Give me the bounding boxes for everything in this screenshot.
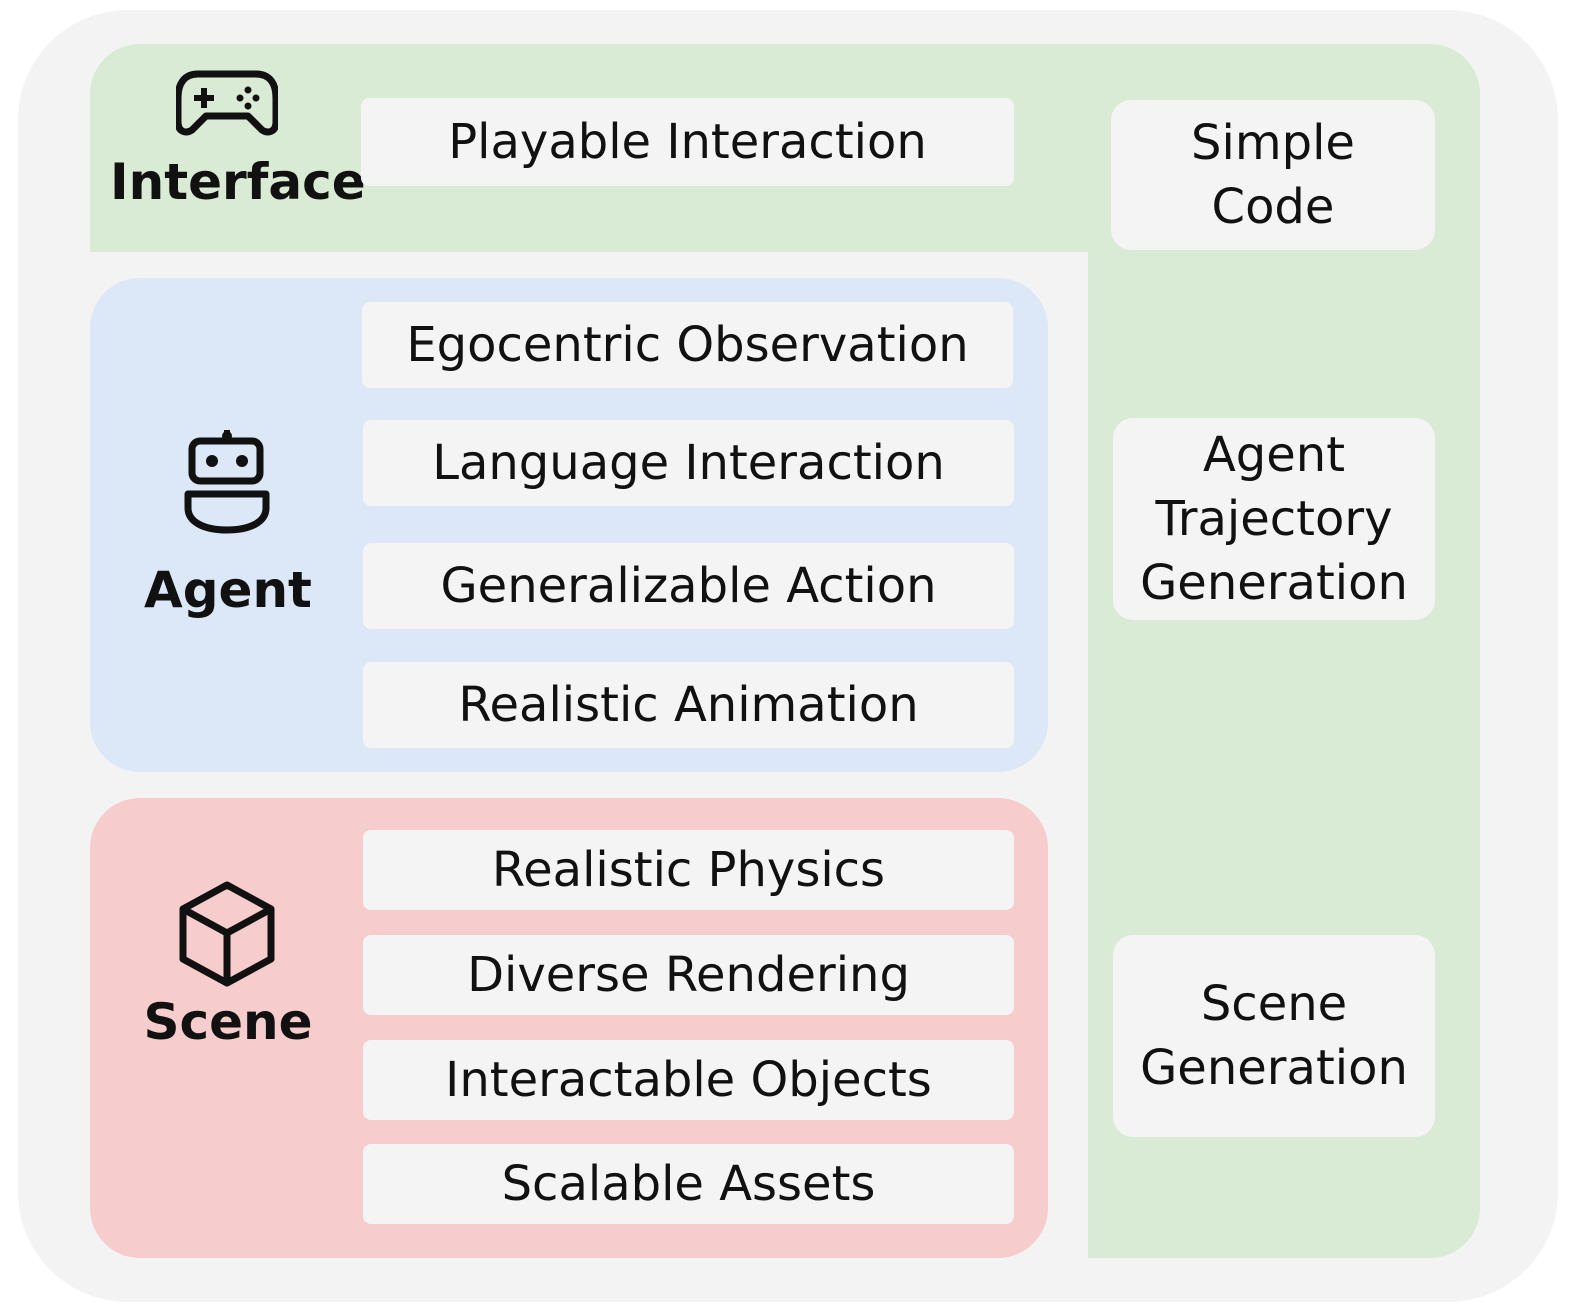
scene-item-diverse-rendering: Diverse Rendering bbox=[363, 935, 1014, 1015]
simple-code-line-2: Code bbox=[1211, 179, 1335, 235]
agent-trajectory-generation-box: Agent Trajectory Generation bbox=[1113, 418, 1435, 620]
agent-trajectory-line-1: Agent bbox=[1202, 427, 1346, 483]
scene-item-realistic-physics: Realistic Physics bbox=[363, 830, 1014, 910]
cube-icon bbox=[179, 881, 275, 987]
agent-trajectory-line-2: Trajectory bbox=[1155, 491, 1393, 547]
interface-label: Interface bbox=[110, 153, 366, 211]
scene-label: Scene bbox=[143, 993, 313, 1051]
scene-item-scalable-assets: Scalable Assets bbox=[363, 1144, 1014, 1224]
scene-generation-line-1: Scene bbox=[1200, 976, 1348, 1032]
simple-code-box: Simple Code bbox=[1111, 100, 1435, 250]
simple-code-line-1: Simple bbox=[1191, 115, 1355, 171]
agent-trajectory-line-3: Generation bbox=[1140, 555, 1408, 611]
agent-item-egocentric-observation: Egocentric Observation bbox=[362, 302, 1013, 388]
agent-item-generalizable-action: Generalizable Action bbox=[363, 543, 1014, 629]
scene-item-interactable-objects: Interactable Objects bbox=[363, 1040, 1014, 1120]
agent-item-realistic-animation: Realistic Animation bbox=[363, 662, 1014, 748]
scene-generation-box: Scene Generation bbox=[1113, 935, 1435, 1137]
robot-icon bbox=[184, 430, 270, 534]
interface-item-playable-interaction: Playable Interaction bbox=[361, 98, 1014, 186]
scene-generation-line-2: Generation bbox=[1140, 1040, 1408, 1096]
agent-item-language-interaction: Language Interaction bbox=[363, 420, 1014, 506]
gamepad-icon bbox=[176, 70, 278, 136]
agent-label: Agent bbox=[144, 561, 312, 619]
